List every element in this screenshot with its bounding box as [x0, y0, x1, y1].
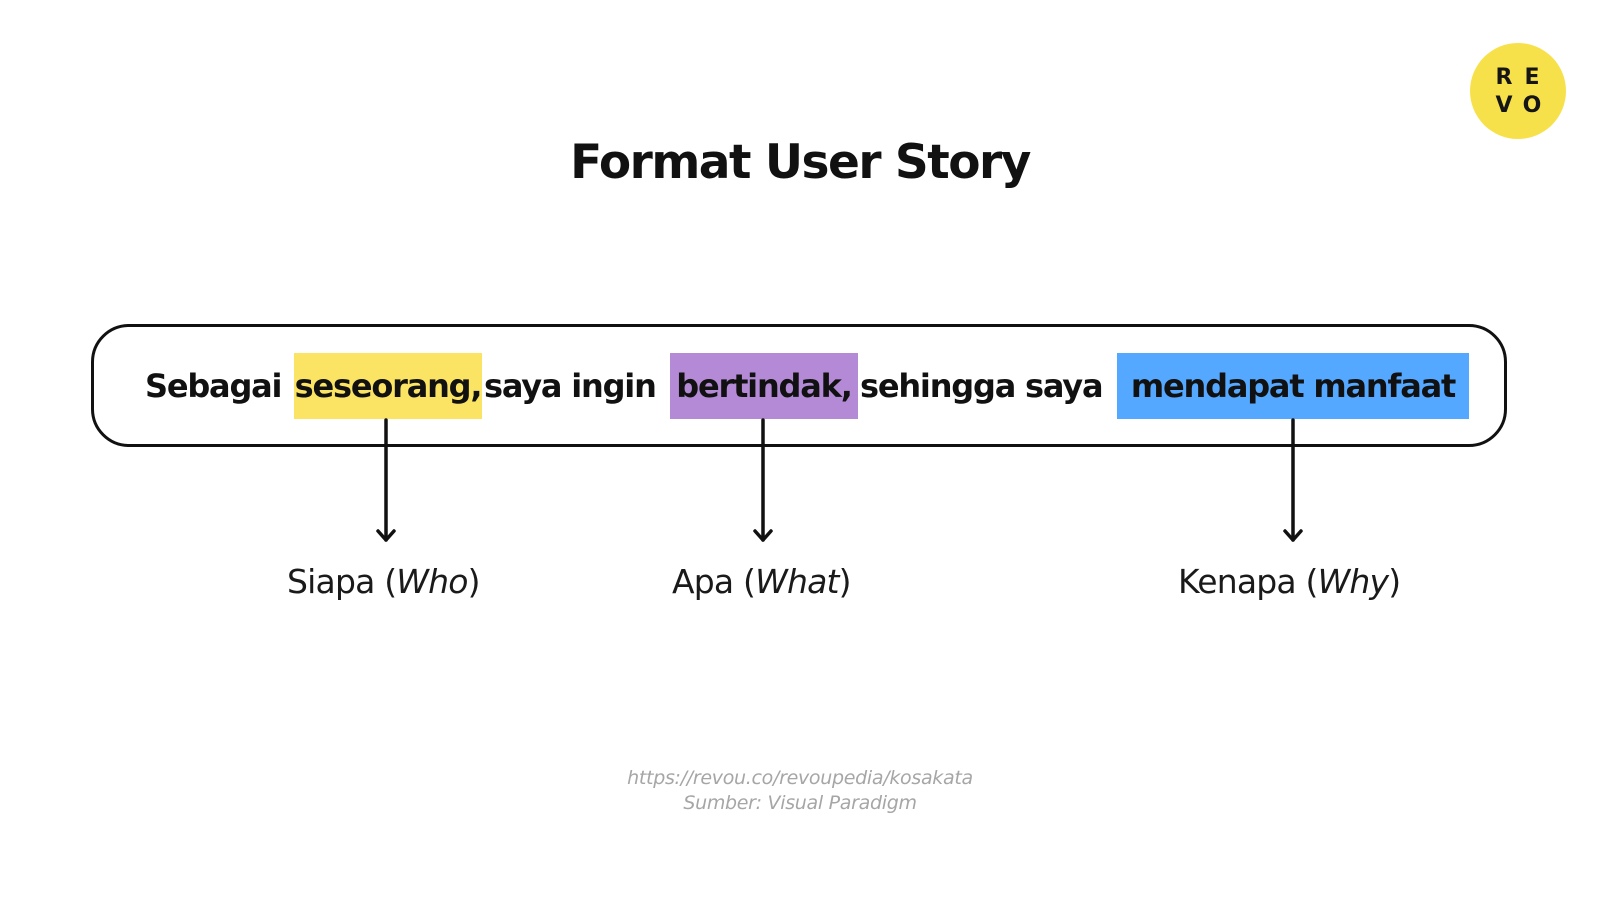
label-who-word: Siapa — [287, 562, 375, 601]
label-what-italic: What — [755, 562, 839, 601]
story-middle-2: sehingga saya — [860, 367, 1104, 405]
story-prefix: Sebagai — [145, 367, 283, 405]
logo-letter-v: V — [1495, 93, 1513, 118]
label-who-open: ( — [374, 562, 397, 601]
story-who-highlight: seseorang, — [294, 353, 483, 419]
label-what: Apa (What) — [672, 562, 852, 601]
label-who-italic: Who — [396, 562, 468, 601]
label-who: Siapa (Who) — [287, 562, 481, 601]
logo-letter-r: R — [1495, 65, 1513, 90]
story-why-highlight: mendapat manfaat — [1117, 353, 1469, 419]
user-story-box — [91, 324, 1507, 447]
page-title: Format User Story — [570, 135, 1031, 190]
story-middle-1: saya ingin — [484, 367, 657, 405]
label-what-open: ( — [733, 562, 756, 601]
label-what-close: ) — [838, 562, 852, 601]
label-why-italic: Why — [1317, 562, 1389, 601]
label-what-word: Apa — [672, 562, 734, 601]
source-url: https://revou.co/revoupedia/kosakata — [627, 767, 973, 789]
arrow-who — [376, 418, 396, 542]
arrow-why — [1283, 418, 1303, 542]
label-why-close: ) — [1388, 562, 1401, 601]
label-why-open: ( — [1295, 562, 1319, 601]
label-why: Kenapa (Why) — [1178, 562, 1401, 601]
label-why-word: Kenapa — [1178, 562, 1297, 601]
logo-letter-o: O — [1522, 93, 1542, 118]
arrow-what — [753, 418, 773, 542]
label-who-close: ) — [467, 562, 481, 601]
story-what-highlight: bertindak, — [670, 353, 858, 419]
revo-logo: R E V O — [1470, 43, 1566, 139]
logo-letter-e: E — [1524, 65, 1540, 90]
source-credit: Sumber: Visual Paradigm — [683, 792, 917, 814]
